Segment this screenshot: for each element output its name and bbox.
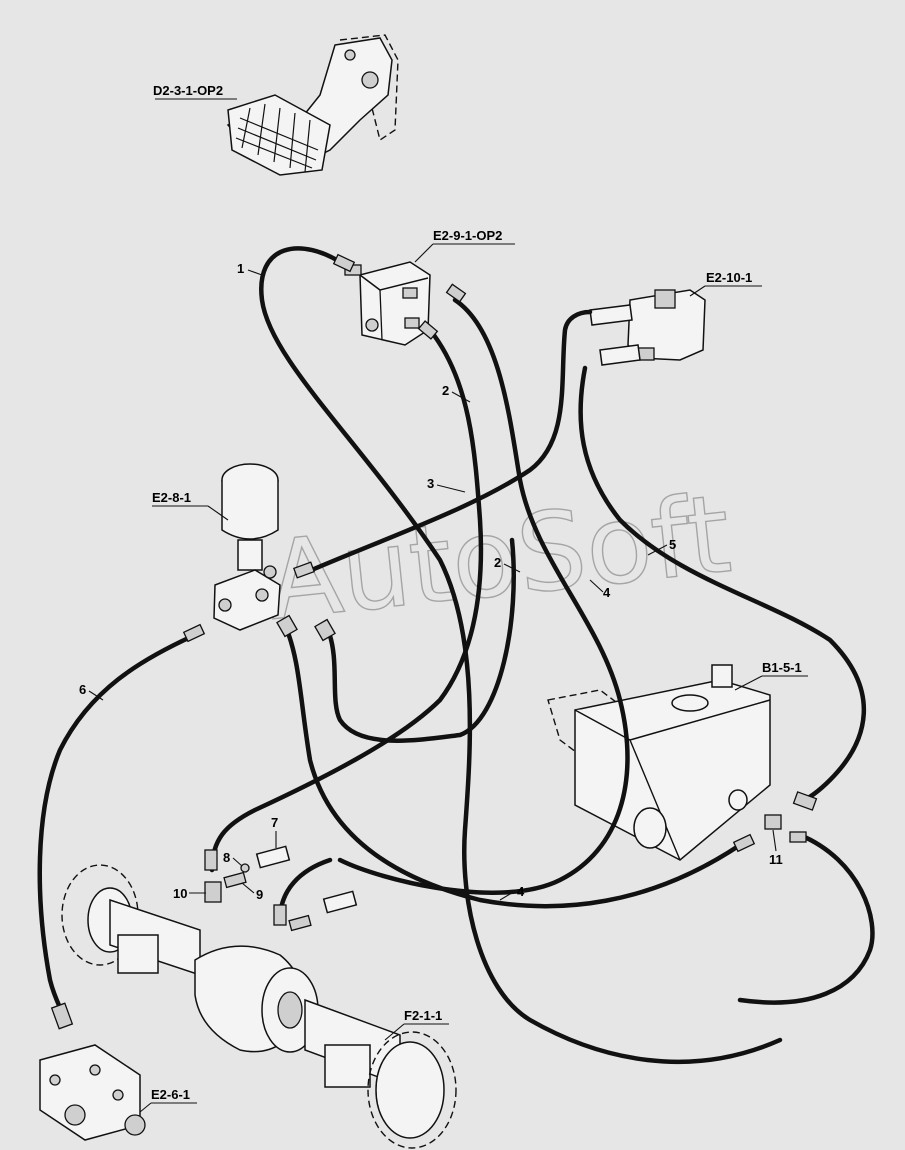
hose-tank-return [737, 832, 875, 1005]
hose-4 [337, 297, 630, 895]
item-numbers: 1 2 2 3 4 4 5 6 7 8 9 10 11 [79, 261, 783, 902]
item-2a: 2 [442, 383, 449, 398]
hose-center [277, 857, 333, 923]
sensor-lower [322, 890, 358, 914]
fittings [50, 253, 818, 1030]
callout-valve-top: E2-9-1-OP2 [433, 228, 502, 243]
hose-5 [578, 365, 866, 805]
hose-loop [325, 537, 516, 743]
adapter-9 [223, 871, 247, 889]
callout-accumulator: E2-8-1 [152, 490, 191, 505]
item-4b: 4 [517, 884, 525, 899]
hose-3 [297, 309, 593, 578]
washer-8 [240, 863, 250, 873]
item-6: 6 [79, 682, 86, 697]
brake-pedal [226, 34, 399, 176]
hose-2 [209, 327, 484, 873]
item-1: 1 [237, 261, 244, 276]
item-3: 3 [427, 476, 434, 491]
callout-axle: F2-1-1 [404, 1008, 442, 1023]
hose-1 [259, 246, 783, 1064]
item-9: 9 [256, 887, 263, 902]
item-11: 11 [769, 852, 783, 867]
item-7: 7 [271, 815, 278, 830]
item-10: 10 [173, 886, 187, 901]
small-parts [204, 845, 358, 932]
hydraulic-tank [547, 664, 771, 861]
brake-valve-right [589, 289, 706, 366]
tee-10 [204, 881, 222, 903]
hose-6 [37, 632, 198, 1023]
hose-4b [282, 622, 743, 909]
item-5: 5 [669, 537, 676, 552]
item-4a: 4 [603, 585, 611, 600]
accumulator [213, 463, 281, 631]
sensor-7 [255, 845, 291, 869]
callout-manifold: E2-6-1 [151, 1087, 190, 1102]
hoses [37, 246, 875, 1064]
callout-pedal: D2-3-1-OP2 [153, 83, 223, 98]
brake-manifold [39, 1044, 146, 1141]
item-8: 8 [223, 850, 230, 865]
drive-axle [61, 864, 457, 1149]
brake-valve-top [344, 261, 431, 346]
item-2b: 2 [494, 555, 501, 570]
callout-tank: B1-5-1 [762, 660, 802, 675]
callout-valve-right: E2-10-1 [706, 270, 752, 285]
